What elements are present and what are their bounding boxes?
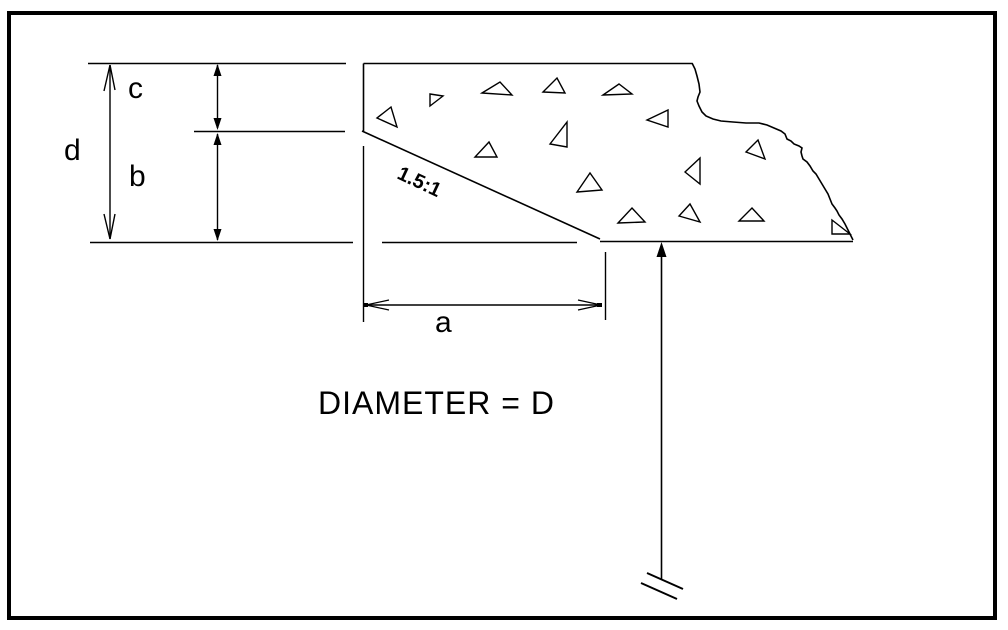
invert-leader [640,242,684,600]
dimension-b [213,133,222,241]
dimension-c [213,64,222,130]
break-line [691,62,854,241]
aggregate-triangle [575,171,604,193]
aggregate-triangle [737,206,766,222]
arrowhead-up-icon [213,133,222,145]
pipe-outline [88,62,577,244]
label-c: c [128,72,143,105]
dim-a-tip-right [597,303,602,307]
aggregate-triangles [375,76,853,235]
arrowhead-down-icon [213,229,222,241]
arrowhead-down-icon [103,213,116,240]
aggregate-triangle [744,138,767,161]
border-frame [7,11,997,620]
aggregate-triangle [831,218,853,235]
aggregate-triangle [548,119,568,148]
label-d: d [64,134,81,167]
break-tick-icon [646,572,684,590]
aggregate-triangle [677,202,702,224]
label-b: b [129,160,146,193]
arrowhead-up-icon [103,64,116,92]
arrowhead-up-icon [656,242,667,257]
arrowhead-down-icon [213,118,222,130]
aggregate-triangle [600,83,634,96]
dimension-d [103,64,116,240]
aggregate-triangle [645,108,669,128]
aggregate-triangle [429,93,445,108]
aggregate-triangle [473,140,499,158]
break-tick-icon [640,582,678,600]
label-a: a [435,306,452,339]
aggregate-triangle [683,156,701,186]
aggregate-triangle [479,81,514,96]
aggregate-triangle [541,76,567,94]
arrowhead-left-icon [365,299,390,311]
label-slope-ratio: 1.5:1 [394,163,445,202]
dim-a-tip-left [363,303,368,307]
aggregate-triangle [375,105,399,129]
block-outline [361,62,854,243]
arrowhead-up-icon [213,64,222,76]
aggregate-triangle [616,206,647,224]
chamfer-slope-line [361,130,601,240]
label-diameter: DIAMETER = D [318,385,555,421]
dimension-a [362,146,607,322]
